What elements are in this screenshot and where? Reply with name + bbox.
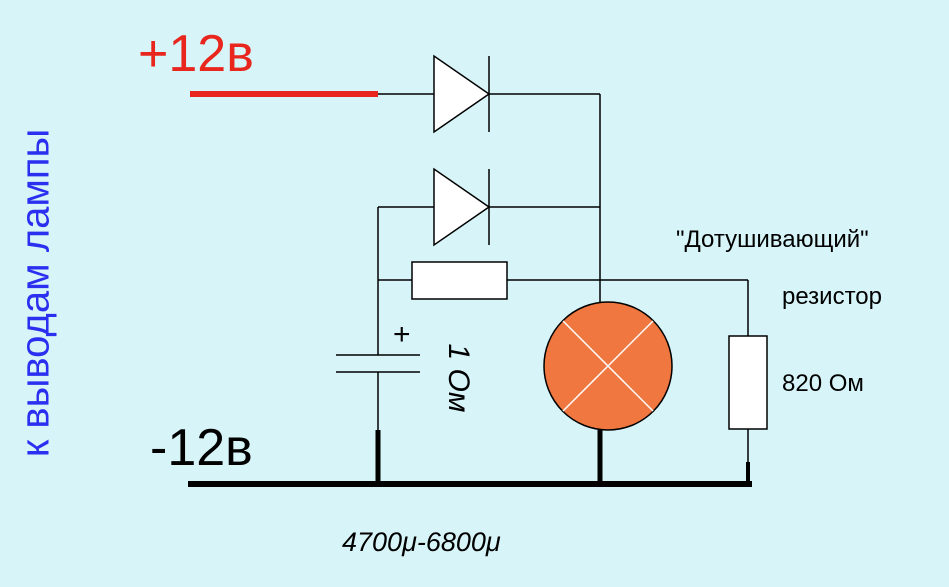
resistor-820-ohm — [728, 335, 768, 430]
lamp — [543, 301, 673, 431]
resistor-2-subtitle-label: резистор — [782, 283, 882, 310]
capacitor-value-label: 4700μ-6800μ — [342, 527, 501, 557]
resistor-1-ohm — [411, 261, 508, 300]
diode-top — [433, 54, 491, 134]
negative-supply-label: -12в — [150, 419, 253, 477]
capacitor-polarity-label: + — [393, 318, 411, 351]
resistor-1-value-label: 1 Ом — [442, 343, 475, 413]
side-caption: к выводам лампы — [13, 128, 58, 458]
resistor-2-value-label: 820 Ом — [782, 370, 864, 397]
positive-supply-label: +12в — [138, 25, 254, 83]
resistor-2-title-label: "Дотушивающий" — [676, 226, 869, 253]
capacitor — [336, 354, 420, 373]
diode-bottom — [433, 167, 491, 247]
